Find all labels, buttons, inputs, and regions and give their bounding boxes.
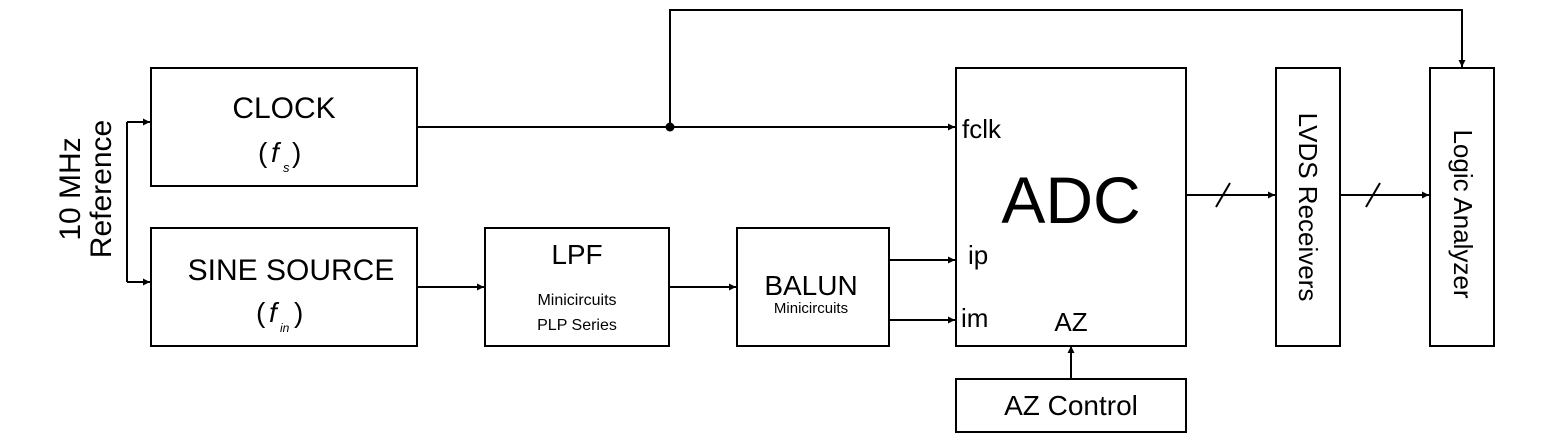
- adc-az-label: AZ: [1054, 307, 1087, 337]
- balun-line1: Minicircuits: [774, 300, 848, 317]
- reference-line1: 10 MHz: [54, 137, 87, 240]
- lpf-box: [484, 227, 670, 347]
- clock-paren-open: (: [258, 137, 268, 168]
- az-control-title: AZ Control: [1004, 390, 1138, 421]
- adc-title: ADC: [1001, 163, 1140, 237]
- lpf-block: LPF Minicircuits PLP Series: [484, 227, 670, 347]
- clock-f-symbol: f: [271, 137, 282, 168]
- lvds-title: LVDS Receivers: [1293, 113, 1323, 302]
- adc-box: [955, 67, 1187, 347]
- sine-paren-open: (: [256, 297, 266, 328]
- adc-im-label: im: [961, 303, 988, 333]
- logic-analyzer-block: Logic Analyzer: [1429, 67, 1495, 347]
- sine-source-title: SINE SOURCE: [188, 254, 395, 287]
- bus-slash-adc-lvds: [1215, 182, 1231, 208]
- logic-analyzer-title: Logic Analyzer: [1448, 129, 1478, 298]
- logic-analyzer-box: [1429, 67, 1495, 347]
- sine-f-subscript: in: [280, 321, 290, 335]
- reference-line2: Reference: [85, 120, 118, 258]
- adc-block: ADC fclk ip im AZ: [955, 67, 1187, 347]
- bus-slash-lvds-logic: [1365, 182, 1381, 208]
- clock-paren-close: ): [292, 137, 301, 168]
- wire-clock-to-logic-analyzer: [669, 9, 1466, 127]
- sine-source-block: SINE SOURCE ( f in ): [150, 227, 418, 347]
- adc-ip-label: ip: [968, 240, 988, 270]
- lvds-block: LVDS Receivers: [1275, 67, 1341, 347]
- az-control-block: AZ Control: [955, 378, 1187, 433]
- clock-box: [150, 67, 418, 187]
- reference-label: 10 MHz Reference: [54, 120, 118, 258]
- lpf-title: LPF: [551, 239, 602, 270]
- lvds-box: [1275, 67, 1341, 347]
- az-control-box: [955, 378, 1187, 433]
- adc-fclk-label: fclk: [962, 114, 1002, 144]
- sine-paren-close: ): [294, 297, 303, 328]
- clock-f-subscript: s: [283, 160, 290, 175]
- balun-title: BALUN: [764, 270, 857, 301]
- clock-title: CLOCK: [232, 92, 335, 125]
- lpf-line2: PLP Series: [537, 317, 617, 334]
- sine-f-symbol: f: [269, 297, 280, 328]
- balun-box: [736, 227, 890, 347]
- clock-block: CLOCK ( f s ): [150, 67, 418, 187]
- lpf-line1: Minicircuits: [537, 292, 616, 309]
- balun-block: BALUN Minicircuits: [736, 227, 890, 347]
